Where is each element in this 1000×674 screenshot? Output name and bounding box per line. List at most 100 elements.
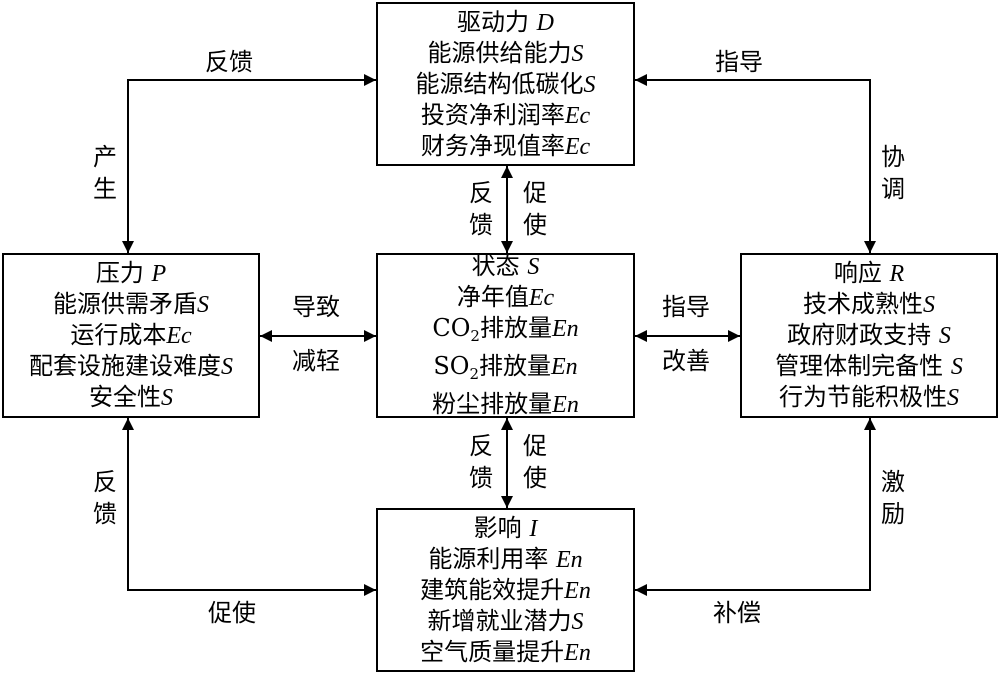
indicator-item: 配套设施建设难度S [29, 351, 233, 382]
arrow-feedback-p-to-d [122, 74, 376, 253]
indicator-text: 净年值 [456, 283, 529, 311]
indicator-text: 安全性 [89, 383, 161, 411]
label-mid-left-top: 导致 [292, 293, 340, 321]
indicator-item: SO2排放量En [433, 351, 577, 389]
indicator-type: Ec [564, 102, 591, 129]
indicator-item: 空气质量提升En [420, 637, 591, 668]
dimension-symbol: S [527, 254, 540, 280]
label-right-upper: 协调 [881, 143, 905, 203]
indicator-item: 粉尘排放量En [432, 389, 579, 420]
indicator-item: 技术成熟性S [803, 289, 935, 320]
dimension-symbol: R [889, 261, 905, 287]
label-left-upper: 产生 [93, 143, 117, 203]
indicator-item: 能源结构低碳化S [416, 69, 596, 100]
indicator-type: S [923, 292, 935, 318]
indicator-text: 新增就业潜力 [427, 606, 572, 635]
title-text: 响应 [833, 259, 882, 287]
label-top-right: 指导 [715, 48, 763, 76]
box-title: 压力 P [96, 258, 166, 289]
indicator-text: 能源利用率 [428, 544, 556, 573]
box-title: 影响 I [474, 513, 538, 544]
label-mid-right-top: 指导 [662, 293, 710, 321]
indicator-text: 能源供给能力 [427, 38, 572, 67]
indicator-type: En [555, 546, 583, 573]
indicator-type: Ec [166, 323, 192, 349]
indicator-item: 净年值Ec [457, 282, 554, 313]
indicator-item: 投资净利润率Ec [421, 100, 590, 131]
chemical-formula: SO [433, 352, 470, 380]
dimension-symbol: D [536, 9, 554, 36]
indicator-text: 粉尘排放量 [432, 390, 553, 418]
indicator-text: 配套设施建设难度 [29, 352, 221, 380]
indicator-type: S [161, 385, 173, 411]
title-text: 驱动力 [457, 7, 529, 36]
indicator-type: En [551, 316, 579, 342]
indicator-item: 财务净现值率Ec [421, 131, 590, 162]
indicator-type: Ec [564, 133, 591, 160]
indicator-item: 能源利用率 En [428, 544, 582, 575]
indicator-text: 运行成本 [70, 321, 167, 349]
indicator-item: CO2排放量En [432, 313, 578, 351]
indicator-type: Ec [528, 285, 555, 311]
indicator-type: En [564, 577, 591, 604]
indicator-text: 建筑能效提升 [420, 575, 565, 604]
indicator-type: En [552, 392, 579, 418]
indicator-text: 投资净利润率 [420, 100, 565, 129]
indicator-item: 安全性S [89, 382, 173, 413]
indicator-text: 排放量 [479, 314, 552, 342]
title-text: 影响 [473, 513, 522, 542]
indicator-item: 能源供需矛盾S [53, 289, 209, 320]
indicator-type: S [947, 385, 959, 411]
label-center-upper-left: 反馈 [469, 179, 493, 239]
label-center-upper-right: 促使 [523, 179, 547, 239]
label-center-lower-right: 促使 [523, 432, 547, 492]
label-mid-left-bottom: 减轻 [292, 347, 340, 375]
title-text: 状态 [471, 252, 520, 280]
indicator-type: S [583, 71, 596, 98]
indicator-item: 政府财政支持 S [787, 320, 951, 351]
label-bottom-left: 促使 [208, 599, 256, 627]
chemical-formula: CO [432, 314, 471, 342]
arrow-i-p [122, 418, 376, 596]
box-title: 驱动力 D [457, 7, 554, 38]
arrow-guide-r-to-d [635, 74, 876, 253]
title-text: 压力 [95, 259, 144, 287]
indicator-text: 政府财政支持 [787, 321, 939, 349]
indicator-item: 管理体制完备性 S [775, 351, 963, 382]
indicator-text: 空气质量提升 [420, 637, 565, 666]
indicator-item: 行为节能积极性S [779, 382, 959, 413]
indicator-type: S [571, 608, 584, 635]
box-title: 响应 R [834, 258, 904, 289]
indicator-item: 能源供给能力S [428, 38, 584, 69]
dimension-symbol: I [529, 515, 538, 542]
box-title: 状态 S [472, 251, 540, 282]
indicator-type: S [950, 354, 963, 380]
dimension-symbol: P [151, 261, 167, 287]
indicator-text: 技术成熟性 [803, 290, 923, 318]
label-top-left: 反馈 [205, 48, 253, 76]
indicator-type: S [938, 323, 951, 349]
indicator-type: S [221, 354, 233, 380]
indicator-item: 新增就业潜力S [428, 606, 584, 637]
indicator-item: 运行成本Ec [70, 320, 191, 351]
indicator-text: 能源结构低碳化 [415, 69, 584, 98]
arrow-i-r [635, 418, 876, 596]
indicator-text: 排放量 [479, 352, 551, 380]
label-left-lower: 反馈 [93, 468, 117, 528]
indicator-text: 行为节能积极性 [779, 383, 947, 411]
indicator-type: En [551, 354, 578, 380]
indicator-type: En [564, 639, 591, 666]
indicator-text: 管理体制完备性 [775, 352, 951, 380]
label-center-lower-left: 反馈 [469, 432, 493, 492]
indicator-item: 建筑能效提升En [420, 575, 591, 606]
formula-subscript: 2 [470, 327, 480, 345]
formula-subscript: 2 [469, 365, 479, 383]
label-bottom-right: 补偿 [713, 599, 761, 627]
label-right-lower: 激励 [881, 468, 905, 528]
indicator-type: S [571, 40, 584, 67]
